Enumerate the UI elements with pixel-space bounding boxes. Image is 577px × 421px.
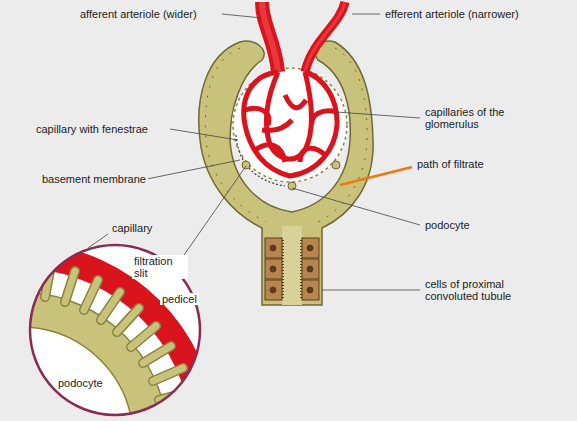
structure-label: path of filtrate [415,158,486,170]
cell-label: cells of proximal convoluted tubule [423,278,547,302]
inset-label: pedicel [160,293,199,305]
inset-label: capillary [110,222,154,234]
leader-lines [80,14,420,378]
structure-label: capillary with fenestrae [34,123,150,135]
vessel-label: afferent arteriole (wider) [78,8,199,20]
inset-label: filtration slit [132,255,188,279]
bowmans-capsule [199,41,373,305]
vessel-label: efferent arteriole (narrower) [383,8,521,20]
inset-label: podocyte [56,377,105,389]
structure-label: basement membrane [40,173,148,185]
cell-label: podocyte [423,219,472,231]
glomerular-capillaries [244,2,345,176]
filtrate-arrow [340,167,412,185]
podocyte-inset [31,256,204,421]
structure-label: capillaries of the glomerulus [423,106,527,130]
tubule-cells [265,238,319,300]
